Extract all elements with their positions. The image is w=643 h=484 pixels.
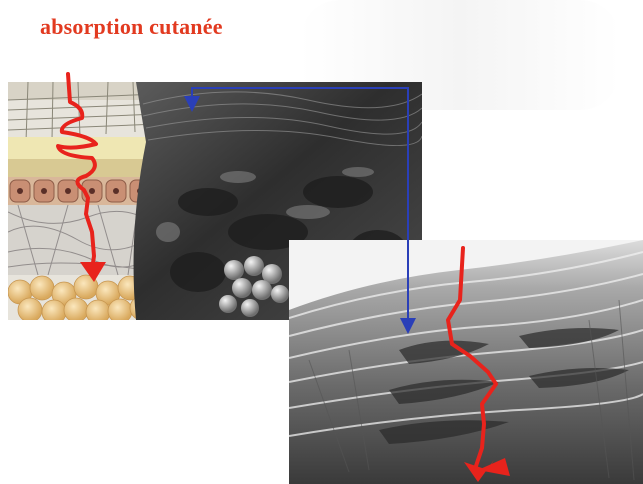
cell-row xyxy=(8,177,158,205)
sem-micrograph-stratum-corneum-zoom xyxy=(289,240,643,484)
page-title: absorption cutanée xyxy=(40,14,223,40)
